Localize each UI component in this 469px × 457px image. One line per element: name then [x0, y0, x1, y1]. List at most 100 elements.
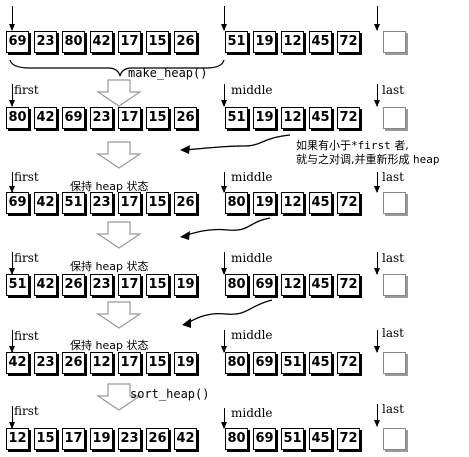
last-label: last — [382, 402, 404, 416]
middle-pointer-arrow — [220, 408, 228, 429]
keep-heap-note: 保持 heap 状态 — [70, 260, 149, 273]
array-cell: 17 — [118, 192, 141, 214]
last-label: last — [382, 83, 404, 97]
array-cell: 72 — [337, 428, 360, 450]
array-cell: 15 — [34, 428, 57, 450]
middle-pointer-arrow — [220, 6, 228, 31]
array-cell: 80 — [225, 274, 248, 296]
last-pointer-arrow — [373, 252, 381, 275]
array-cell: 42 — [34, 192, 57, 214]
array-cell: 26 — [62, 352, 85, 374]
make-heap-label: make_heap() — [128, 66, 208, 80]
array-cell: 12 — [281, 107, 304, 129]
array-cell: 45 — [309, 192, 332, 214]
array-cell: 12 — [281, 274, 304, 296]
array-cell: 51 — [281, 352, 304, 374]
array-cell: 12 — [6, 428, 29, 450]
array-cell: 45 — [309, 274, 332, 296]
last-pointer-arrow — [373, 6, 381, 31]
array-cell: 19 — [253, 31, 276, 53]
array-cell: 69 — [253, 428, 276, 450]
middle-label: middle — [231, 83, 273, 97]
array-cell: 69 — [253, 352, 276, 374]
array-cell: 69 — [253, 274, 276, 296]
array-cell: 51 — [281, 428, 304, 450]
array-cell: 42 — [34, 107, 57, 129]
array-cell: 19 — [90, 428, 113, 450]
array-cell: 26 — [174, 107, 197, 129]
array-cell: 17 — [118, 274, 141, 296]
array-cell: 69 — [62, 107, 85, 129]
array-cell: 72 — [337, 31, 360, 53]
array-cell: 17 — [118, 107, 141, 129]
middle-label: middle — [231, 170, 273, 184]
array-cell: 19 — [253, 192, 276, 214]
array-cell: 15 — [146, 352, 169, 374]
array-cell: 72 — [337, 274, 360, 296]
array-cell: 42 — [90, 31, 113, 53]
array-cell: 17 — [118, 31, 141, 53]
last-pointer-arrow — [373, 172, 381, 193]
first-pointer-arrow — [8, 330, 16, 353]
array-cell: 42 — [34, 274, 57, 296]
middle-pointer-arrow — [220, 172, 228, 193]
first-pointer-arrow — [8, 406, 16, 429]
array-cell-past-end — [383, 192, 406, 214]
array-cell-past-end — [383, 107, 406, 129]
array-cell: 23 — [118, 428, 141, 450]
array-cell: 42 — [174, 428, 197, 450]
array-cell: 80 — [62, 31, 85, 53]
array-cell: 15 — [146, 274, 169, 296]
last-pointer-arrow — [373, 404, 381, 427]
array-cell: 15 — [146, 192, 169, 214]
array-cell: 23 — [34, 31, 57, 53]
middle-label: middle — [231, 328, 273, 342]
first-label: first — [14, 329, 39, 343]
array-cell: 17 — [62, 428, 85, 450]
array-cell: 12 — [90, 352, 113, 374]
array-cell: 72 — [337, 192, 360, 214]
array-cell: 15 — [146, 31, 169, 53]
array-cell: 19 — [174, 274, 197, 296]
middle-pointer-arrow — [220, 330, 228, 353]
last-label: last — [382, 251, 404, 265]
array-cell: 45 — [309, 107, 332, 129]
array-cell: 19 — [174, 352, 197, 374]
array-cell: 51 — [62, 192, 85, 214]
array-cell-past-end — [383, 31, 406, 53]
array-cell: 42 — [6, 352, 29, 374]
array-cell: 51 — [6, 274, 29, 296]
first-label: first — [14, 251, 39, 265]
sort-heap-label: sort_heap() — [130, 387, 210, 401]
middle-label: middle — [231, 406, 273, 420]
first-label: first — [14, 404, 39, 418]
array-cell: 26 — [174, 31, 197, 53]
last-pointer-arrow — [373, 330, 381, 353]
middle-pointer-arrow — [220, 84, 228, 107]
first-pointer-arrow — [8, 84, 16, 107]
array-cell: 69 — [6, 192, 29, 214]
array-cell: 23 — [90, 274, 113, 296]
array-cell: 12 — [281, 192, 304, 214]
array-cell: 45 — [309, 428, 332, 450]
last-label: last — [382, 326, 404, 340]
last-label: last — [382, 170, 404, 184]
array-cell: 45 — [309, 352, 332, 374]
array-cell: 23 — [90, 107, 113, 129]
array-cell: 51 — [225, 107, 248, 129]
array-cell: 80 — [225, 428, 248, 450]
array-cell: 26 — [62, 274, 85, 296]
array-cell: 72 — [337, 107, 360, 129]
array-cell: 26 — [174, 192, 197, 214]
array-cell-past-end — [383, 352, 406, 374]
first-pointer-arrow — [8, 252, 16, 275]
middle-label: middle — [231, 251, 273, 265]
array-cell: 80 — [225, 192, 248, 214]
swap-note-line2: 就与之对调,并重新形成 heap — [296, 153, 440, 166]
array-cell: 15 — [146, 107, 169, 129]
first-label: first — [14, 83, 39, 97]
